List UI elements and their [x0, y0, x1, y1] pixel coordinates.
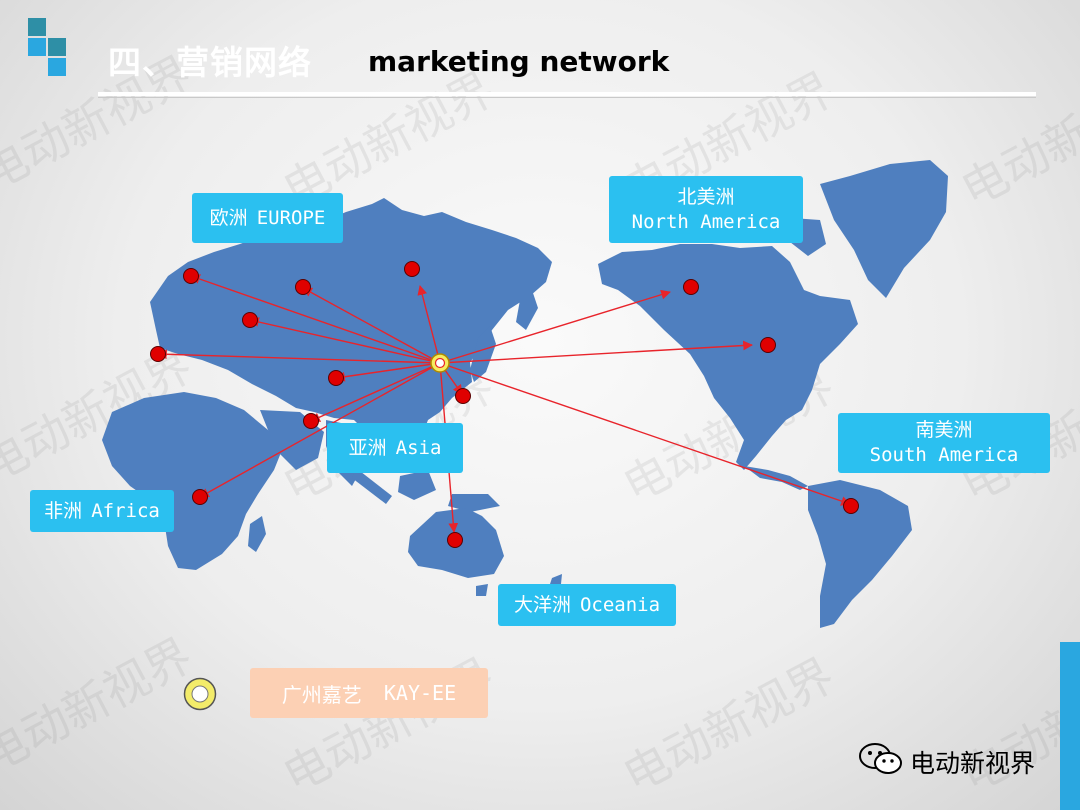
- marker-dot: [303, 413, 319, 429]
- label-europe: 欧洲 EUROPE: [192, 193, 343, 243]
- continent-africa: [102, 392, 282, 570]
- marker-dot: [192, 489, 208, 505]
- corner-square-decoration: [28, 38, 46, 56]
- label-europe-en: EUROPE: [256, 206, 326, 229]
- label-north-america-zh: 北美洲: [677, 185, 735, 208]
- route-line: [199, 362, 441, 498]
- label-south-america-en: South America: [869, 444, 1019, 466]
- label-north-america: 北美洲 North America: [609, 176, 803, 243]
- island-newguinea: [448, 494, 500, 512]
- continent-south-america: [808, 480, 912, 628]
- header-divider-shadow: [98, 97, 1036, 98]
- page-subtitle: marketing network: [368, 45, 670, 78]
- corner-square-decoration: [48, 58, 66, 76]
- label-north-america-en: North America: [631, 210, 781, 233]
- label-south-america: 南美洲 South America: [838, 413, 1050, 473]
- marker-dot: [150, 346, 166, 362]
- label-africa-zh: 非洲: [44, 499, 83, 522]
- marker-dot: [328, 370, 344, 386]
- label-asia-zh: 亚洲: [348, 436, 387, 459]
- island-madagascar: [248, 516, 266, 552]
- marker-dot: [242, 312, 258, 328]
- island-tasmania: [476, 584, 488, 596]
- label-asia: 亚洲 Asia: [327, 423, 463, 473]
- island-borneo: [398, 470, 436, 500]
- route-line: [335, 362, 441, 382]
- island-kamchatka: [516, 290, 538, 330]
- wechat-icon: [859, 743, 902, 774]
- route-line: [439, 340, 753, 364]
- page-title: 四、营销网络: [108, 43, 312, 82]
- route-line: [417, 285, 441, 364]
- route-line: [157, 349, 441, 364]
- credit-text: 电动新视界: [910, 749, 1036, 778]
- corner-square-decoration: [48, 38, 66, 56]
- route-line: [249, 317, 441, 364]
- legend-hq: 广州嘉艺 KAY-EE: [250, 668, 488, 718]
- marker-dot: [843, 498, 859, 514]
- island-japan: [470, 326, 496, 382]
- label-oceania: 大洋洲 Oceania: [498, 584, 676, 626]
- corner-square-decoration: [28, 18, 46, 36]
- header-divider: [98, 92, 1036, 96]
- marker-dot: [455, 388, 471, 404]
- route-line: [439, 289, 671, 364]
- label-asia-en: Asia: [395, 436, 442, 459]
- continent-north-america: [598, 244, 858, 470]
- marker-dot: [295, 279, 311, 295]
- route-line: [439, 362, 851, 506]
- marker-dot: [447, 532, 463, 548]
- route-line: [302, 287, 441, 364]
- marker-dot: [404, 261, 420, 277]
- route-line: [190, 274, 441, 364]
- marker-dot: [760, 337, 776, 353]
- label-oceania-en: Oceania: [579, 593, 661, 616]
- route-line: [310, 362, 441, 422]
- label-south-america-zh: 南美洲: [915, 419, 973, 441]
- legend-hq-zh: 广州嘉艺: [281, 682, 362, 707]
- label-africa: 非洲 Africa: [30, 490, 174, 532]
- marker-dot: [183, 268, 199, 284]
- island-greenland: [820, 160, 948, 298]
- island-sumatra: [352, 468, 392, 504]
- hq-marker: [430, 353, 450, 373]
- side-bar-decoration: [1060, 642, 1080, 810]
- markers: [150, 261, 859, 548]
- label-oceania-zh: 大洋洲: [513, 593, 571, 616]
- marker-dot: [683, 279, 699, 295]
- label-africa-en: Africa: [91, 499, 160, 522]
- hq-ring-marker: [183, 677, 217, 711]
- legend-hq-en: KAY-EE: [383, 681, 457, 705]
- continent-eurasia: [150, 198, 552, 452]
- label-europe-zh: 欧洲: [209, 206, 248, 229]
